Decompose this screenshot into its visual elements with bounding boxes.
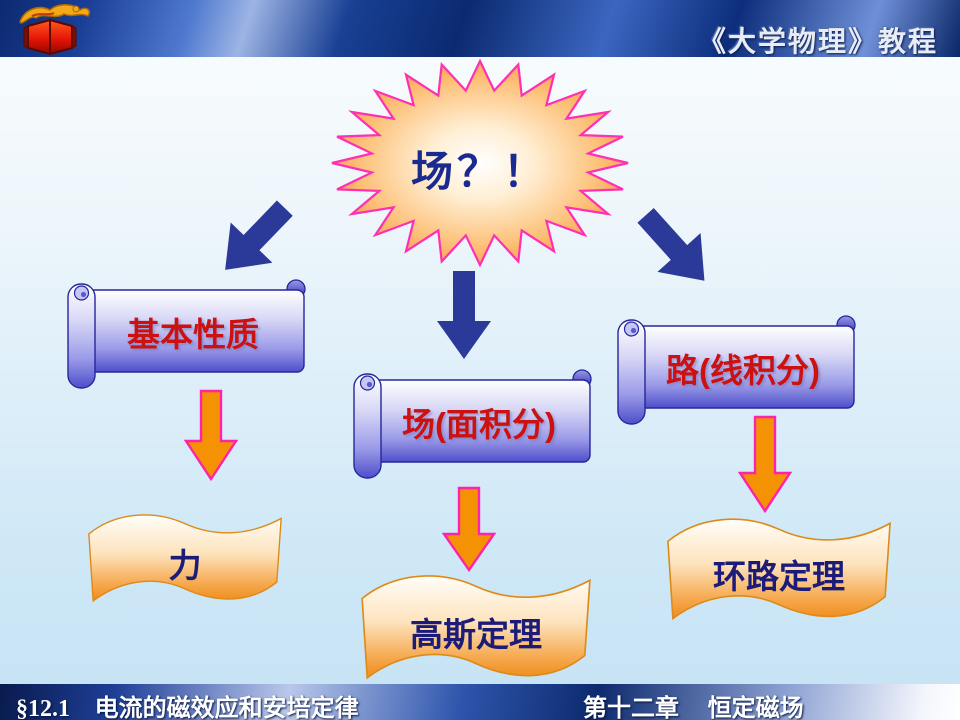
section-heading: §12.1 电流的磁效应和安培定律: [16, 688, 359, 720]
chapter-label: 第十二章: [583, 695, 679, 720]
wave-label-gauss-theorem: 高斯定理: [410, 616, 542, 654]
starburst-shape: [331, 58, 629, 268]
scroll-shape: [617, 315, 856, 425]
wave-gauss-theorem: 高斯定理: [350, 566, 602, 693]
branch-arrow-center-icon: [437, 271, 491, 359]
result-arrow-center-icon: [442, 486, 496, 572]
wave-shape: [667, 518, 891, 621]
section-number: §12.1: [16, 696, 70, 720]
scroll-shape: [353, 369, 592, 479]
scroll-shape: [67, 279, 306, 389]
course-title: 《大学物理》教程: [697, 26, 938, 57]
result-arrow-left-icon: [184, 389, 238, 481]
dragon-book-logo-icon: [19, 4, 91, 56]
branch-arrow-right-icon: [637, 207, 705, 281]
wave-label-loop-theorem: 环路定理: [713, 557, 845, 595]
chapter-heading: 第十二章 恒定磁场: [583, 688, 804, 720]
scroll-basic-properties: 基本性质: [60, 276, 312, 399]
scroll-label-basic-properties: 基本性质: [127, 316, 259, 353]
starburst-label: 场？！: [410, 148, 549, 195]
wave-label-force: 力: [168, 547, 202, 585]
result-arrow-right-icon: [738, 415, 792, 513]
chapter-title: 恒定磁场: [707, 695, 804, 720]
wave-force: 力: [82, 497, 288, 624]
branch-arrow-left-icon: [225, 200, 293, 270]
footer-bar: §12.1 电流的磁效应和安培定律 第十二章 恒定磁场: [0, 684, 960, 720]
scroll-label-line-integral: 路(线积分): [666, 352, 820, 389]
wave-shape: [88, 514, 282, 603]
wave-shape: [361, 575, 591, 680]
scroll-surface-integral: 场(面积分): [346, 366, 598, 489]
scroll-label-surface-integral: 场(面积分): [402, 406, 556, 443]
header-bar: 《大学物理》教程: [0, 0, 960, 57]
wave-loop-theorem: 环路定理: [660, 506, 898, 637]
section-title: 电流的磁效应和安培定律: [94, 695, 359, 720]
scroll-line-integral: 路(线积分): [610, 312, 862, 435]
